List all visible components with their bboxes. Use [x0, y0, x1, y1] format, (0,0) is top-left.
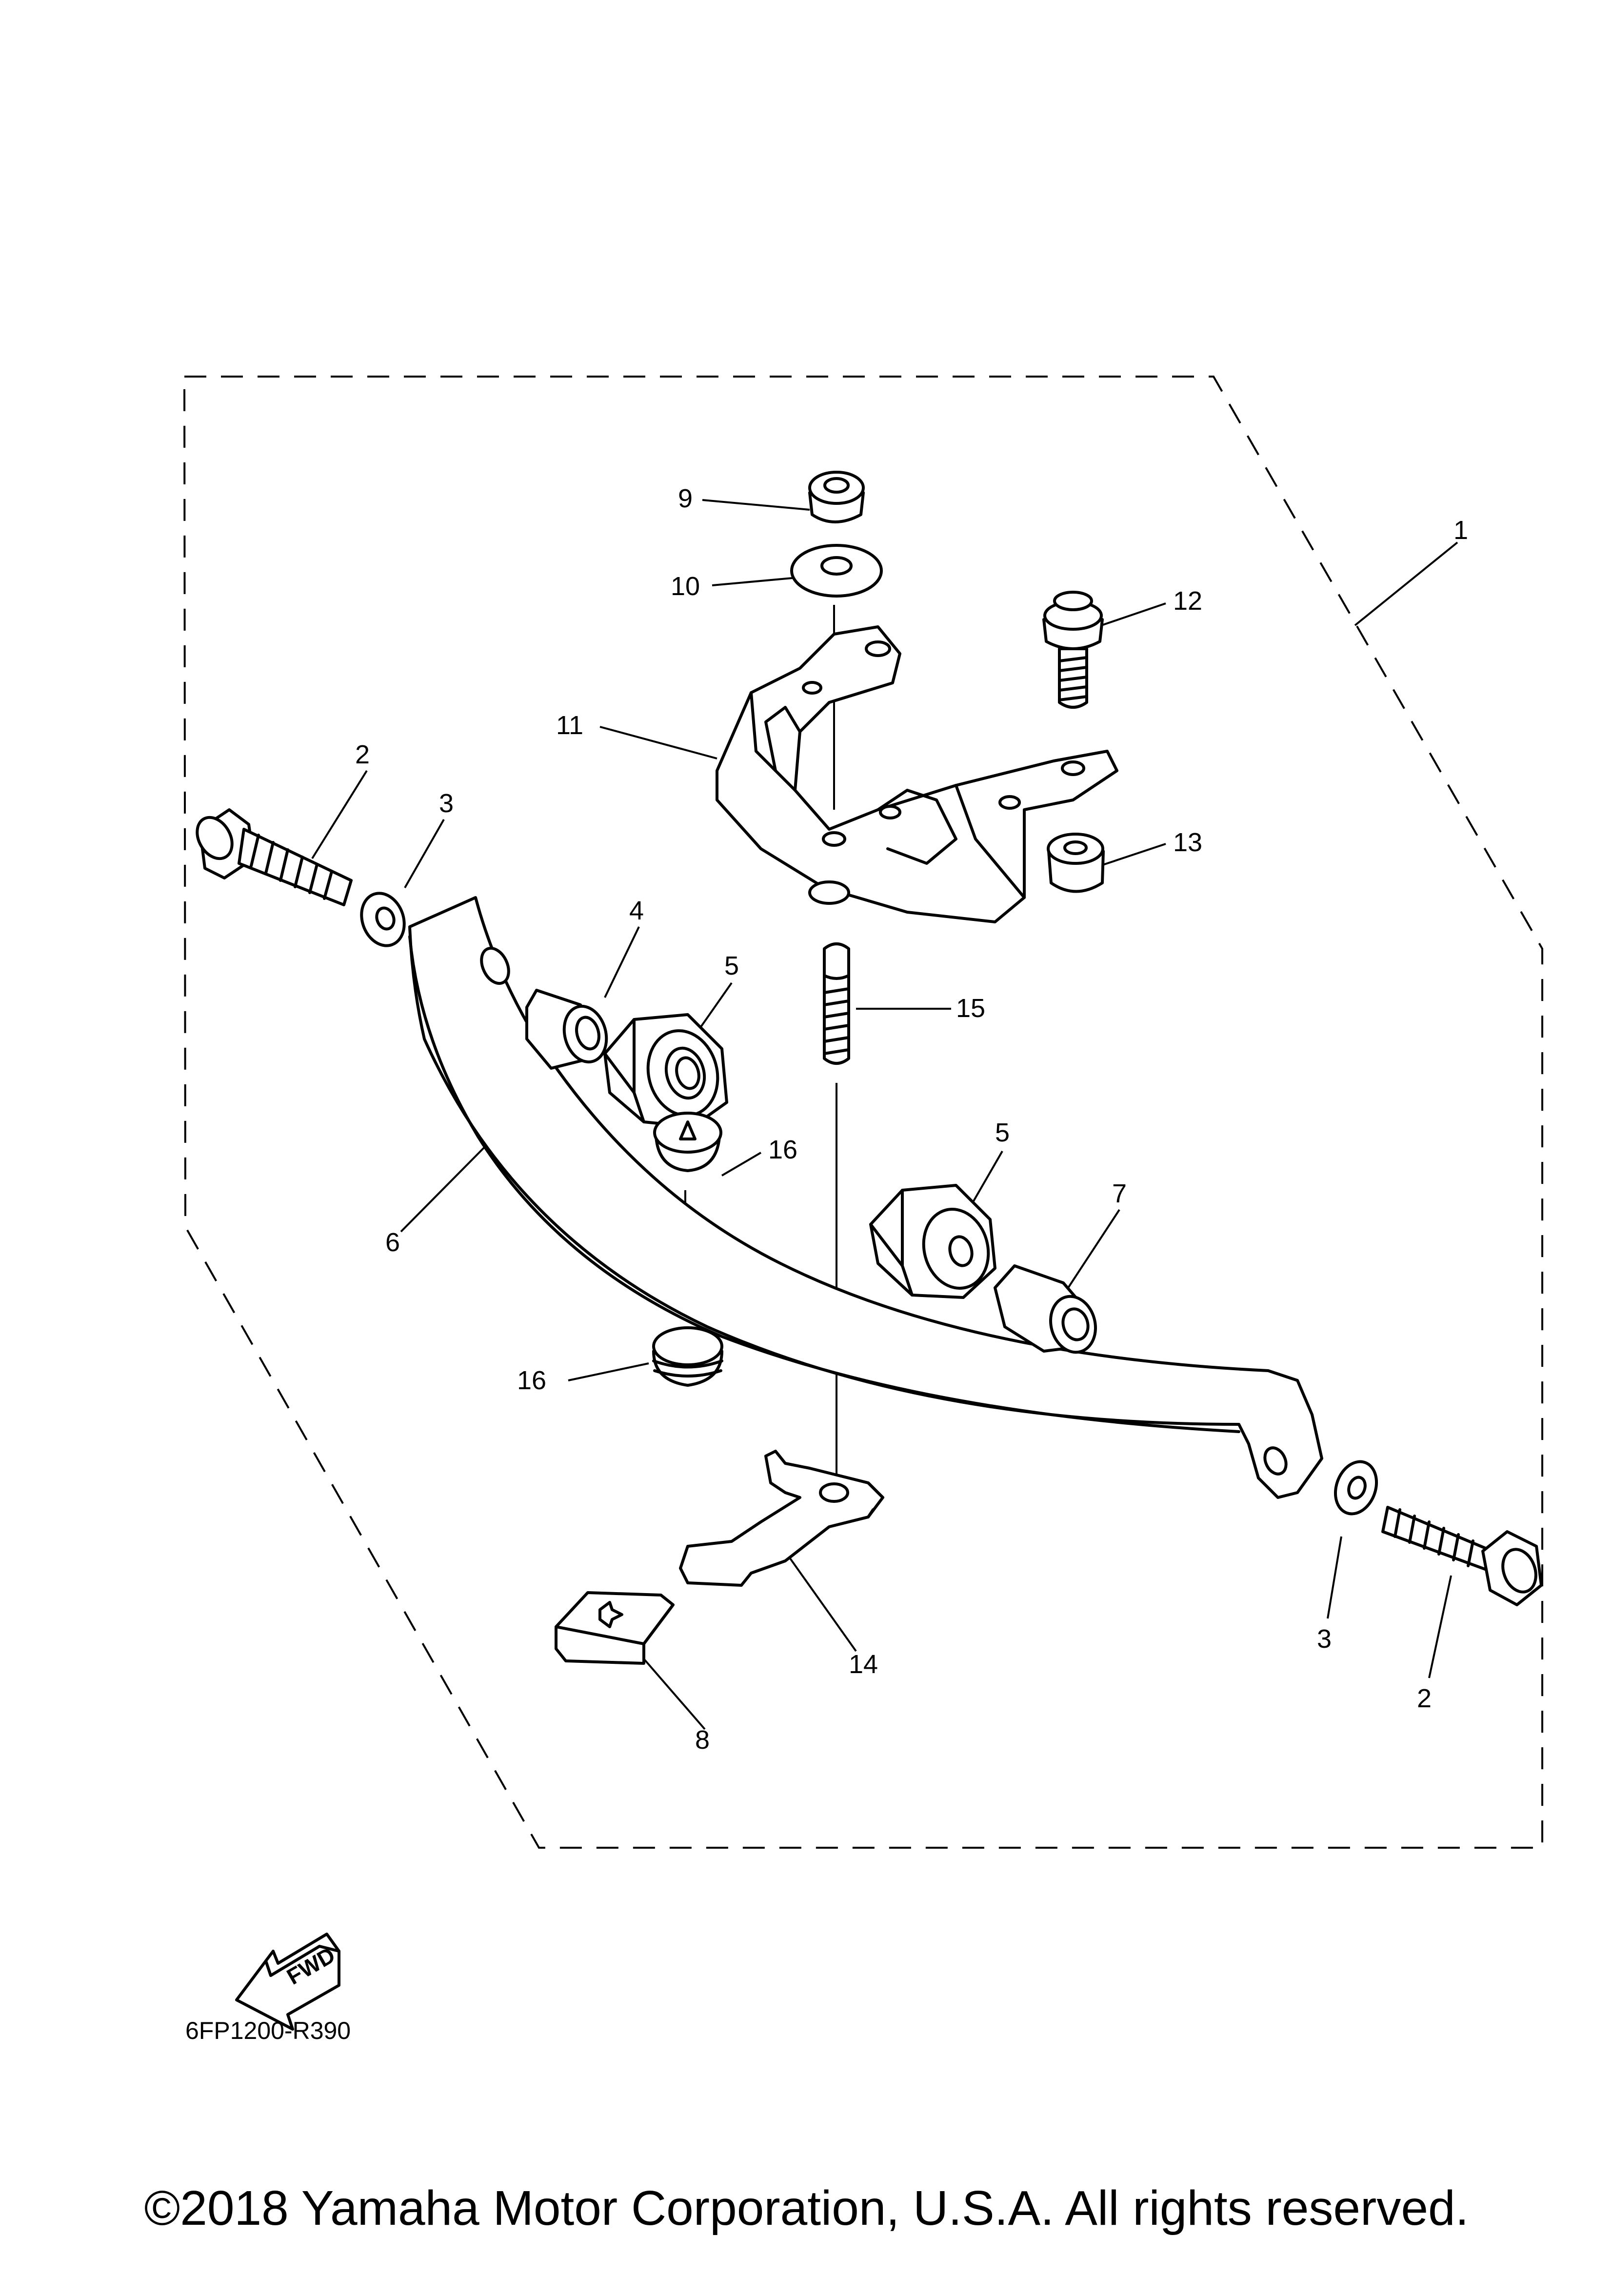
label-13: 13 — [1173, 828, 1202, 857]
label-8: 8 — [695, 1725, 710, 1755]
part-bracket-11 — [716, 625, 1118, 923]
part-washer-3-right — [1334, 1460, 1378, 1516]
part-labels: 1 2 3 4 5 6 7 8 9 10 11 12 13 14 15 16 2… — [355, 484, 1468, 1755]
label-12: 12 — [1173, 586, 1202, 616]
label-2: 2 — [1417, 1684, 1432, 1713]
part-cap-8 — [555, 1591, 675, 1665]
label-10: 10 — [671, 572, 700, 601]
label-4: 4 — [629, 896, 644, 925]
label-5: 5 — [995, 1118, 1010, 1147]
diagram-code: 6FP1200-R390 — [185, 2017, 351, 2044]
label-9: 9 — [678, 484, 693, 513]
copyright-notice: ©2018 Yamaha Motor Corporation, U.S.A. A… — [144, 2181, 1469, 2236]
part-grommet-16-lower — [652, 1326, 723, 1387]
part-stud-15 — [823, 942, 850, 1065]
part-bushing-7 — [994, 1264, 1097, 1354]
label-11: 11 — [556, 711, 583, 740]
label-5: 5 — [724, 951, 739, 980]
label-14: 14 — [849, 1650, 878, 1679]
part-plate-14 — [679, 1450, 884, 1587]
part-bolt-12 — [1042, 591, 1104, 709]
label-1: 1 — [1454, 516, 1468, 545]
part-bolt-2-right — [1381, 1506, 1543, 1606]
assembly-boundary — [183, 376, 1543, 1849]
part-nut-5-upper — [603, 1013, 728, 1128]
leader-lines — [311, 499, 1458, 1730]
part-nut-13 — [1047, 833, 1105, 893]
label-6: 6 — [385, 1228, 400, 1257]
part-washer-3-left — [360, 892, 406, 947]
part-nut-5-lower — [869, 1184, 996, 1299]
label-3: 3 — [1317, 1624, 1332, 1654]
part-bolt-2-left — [196, 808, 353, 906]
part-grommet-16-upper — [653, 1112, 722, 1172]
label-16: 16 — [517, 1366, 546, 1395]
part-nut-9 — [808, 471, 865, 523]
part-bushing-4 — [525, 989, 608, 1070]
fwd-arrow-icon: FWD — [235, 1933, 340, 2031]
part-bar-6 — [408, 896, 1323, 1499]
label-3: 3 — [439, 789, 454, 818]
label-16: 16 — [768, 1135, 797, 1164]
label-2: 2 — [355, 740, 370, 769]
label-15: 15 — [956, 994, 985, 1023]
label-7: 7 — [1112, 1179, 1127, 1208]
part-washer-10 — [790, 544, 883, 598]
